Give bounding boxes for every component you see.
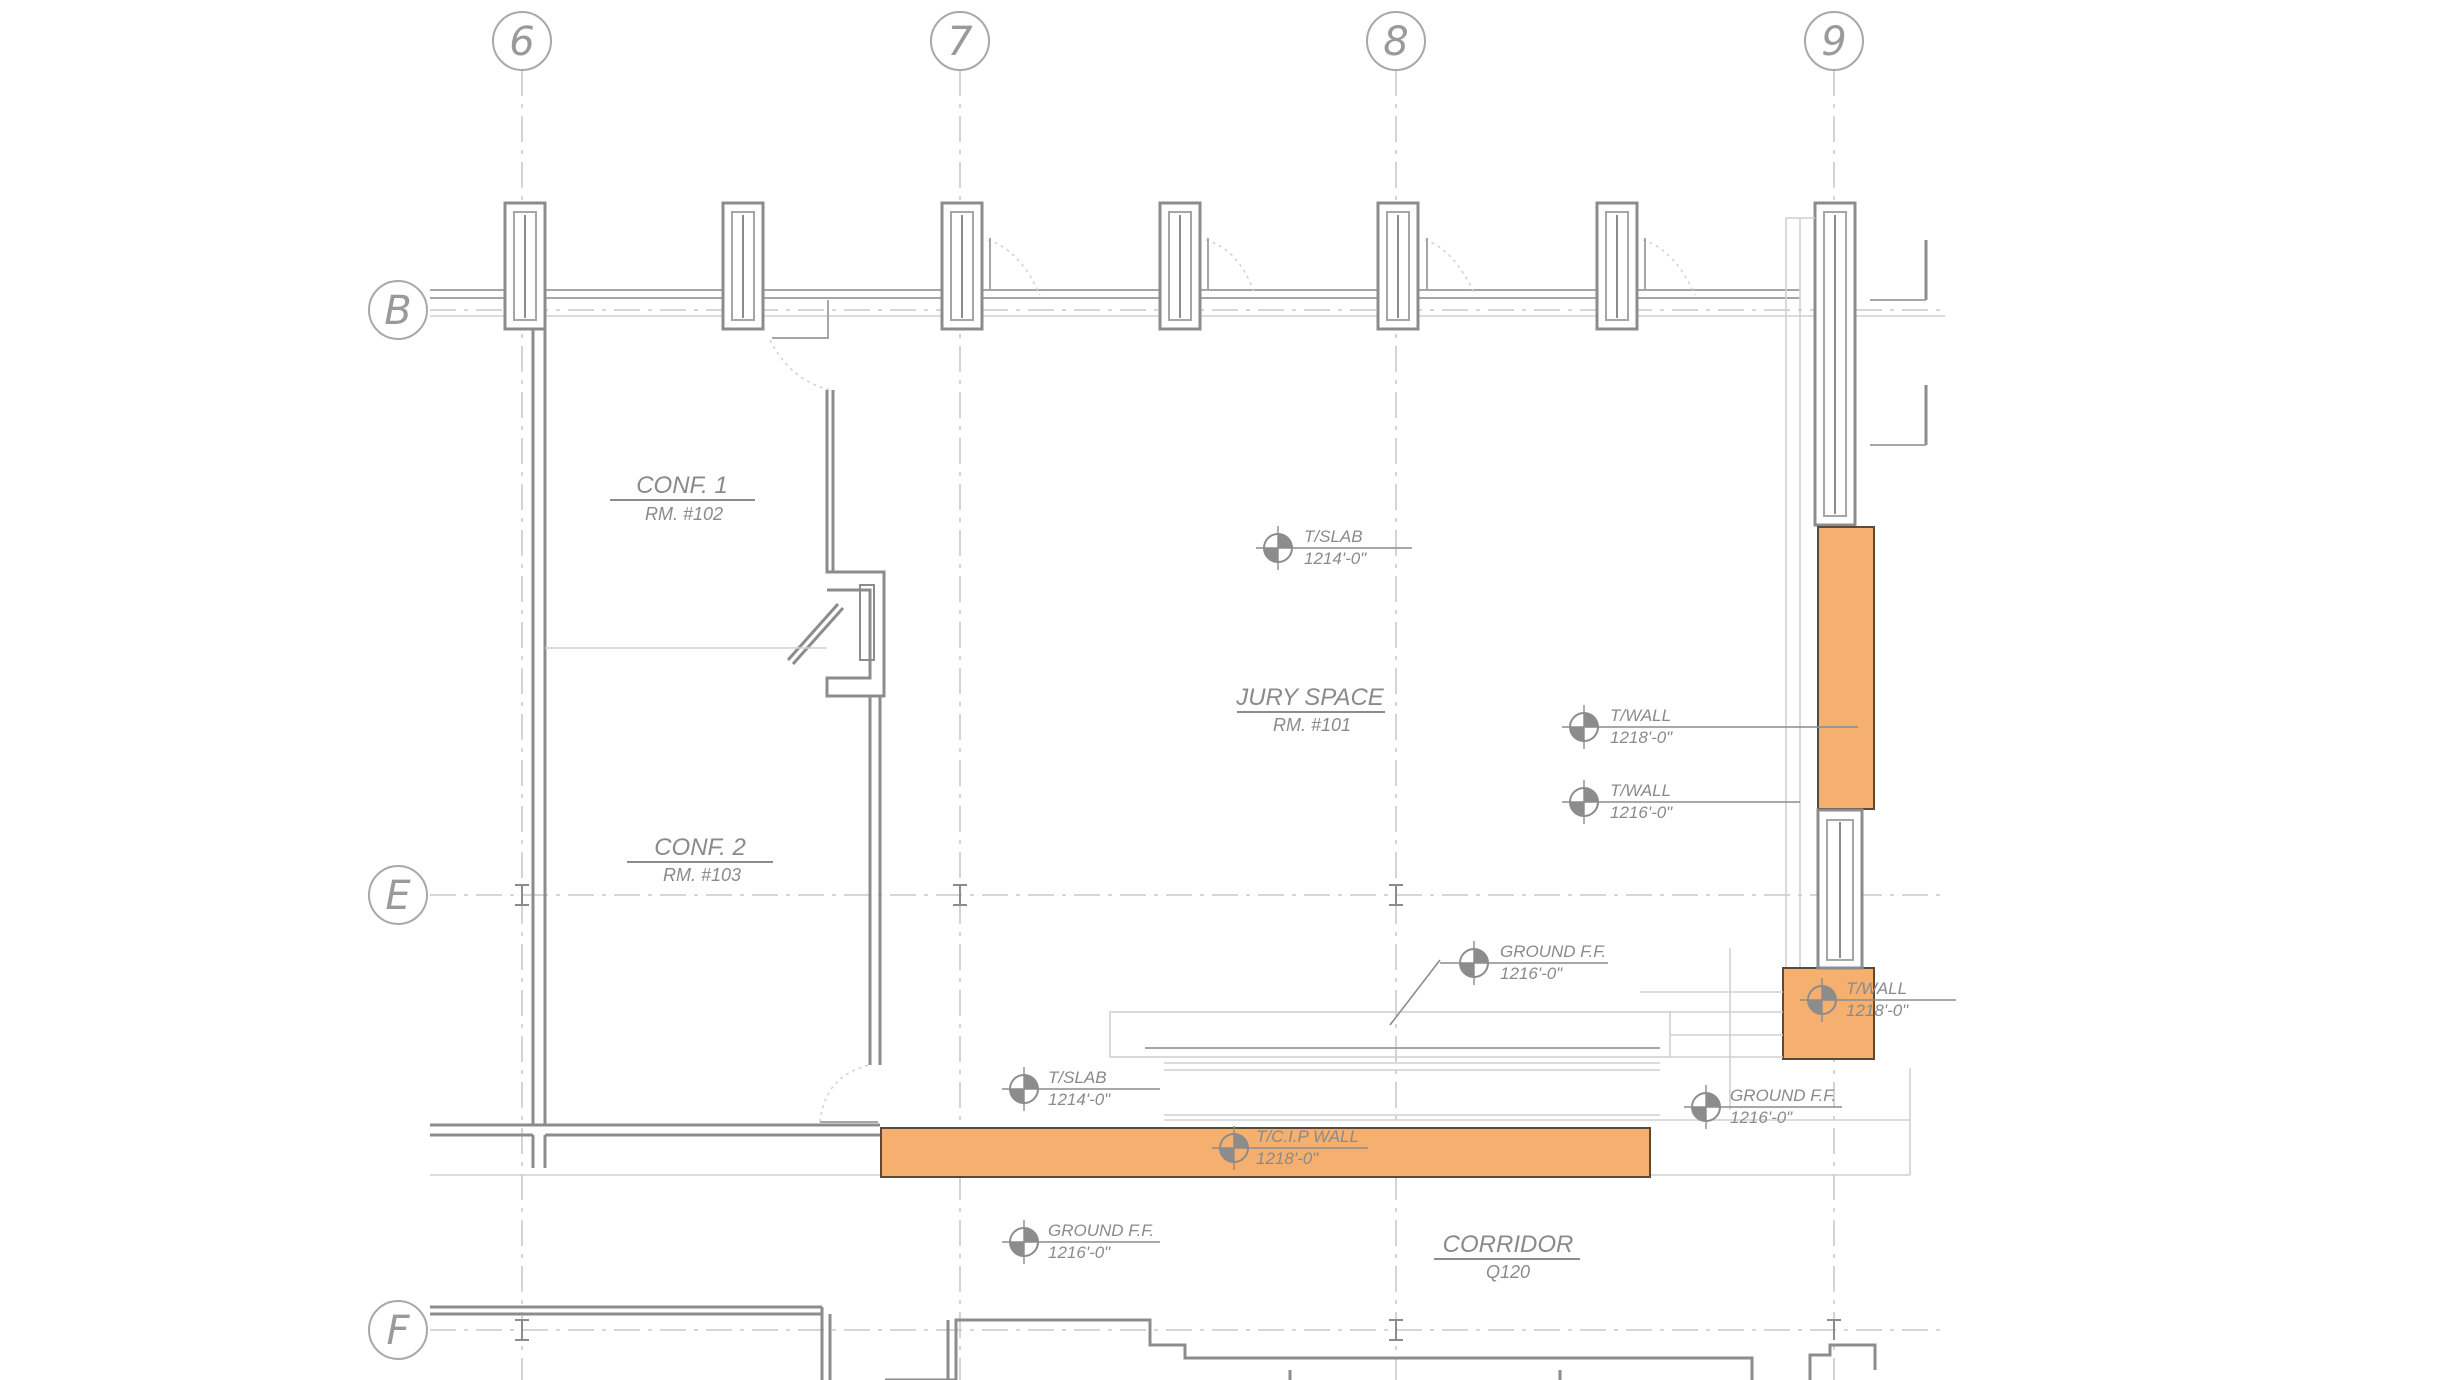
- conf2-name: CONF. 2: [654, 834, 746, 861]
- jury-name: JURY SPACE: [1235, 684, 1385, 711]
- elev-ground-ff-3-value: 1216'-0": [1048, 1243, 1111, 1262]
- walls-grid-f: [430, 1305, 1877, 1380]
- elev-slab-lower-label: T/SLAB: [1048, 1068, 1107, 1087]
- conf2-number: RM. #103: [663, 865, 741, 885]
- elevation-marker-ground-ff-1: GROUND F.F. 1216'-0": [1440, 941, 1608, 985]
- grid-label-7: 7: [947, 19, 973, 65]
- grid-label-E: E: [385, 873, 411, 919]
- partition-wall: [545, 390, 886, 1065]
- elev-wall-3-value: 1218'-0": [1846, 1001, 1909, 1020]
- elevation-marker-cip-wall: T/C.I.P WALL 1218'-0": [1212, 1126, 1368, 1170]
- grid-bubble-8: 8: [1366, 11, 1426, 71]
- grid-label-6: 6: [509, 19, 534, 65]
- columns-grid-b: [503, 201, 1857, 527]
- grid-bubble-F: F: [368, 1300, 428, 1360]
- elev-wall-1-value: 1218'-0": [1610, 728, 1673, 747]
- grid-label-B: B: [384, 288, 411, 334]
- conf1-name: CONF. 1: [636, 472, 728, 499]
- room-label-conf1: CONF. 1 RM. #102: [610, 472, 755, 524]
- elev-wall-2-label: T/WALL: [1610, 781, 1671, 800]
- elev-wall-3-label: T/WALL: [1846, 979, 1907, 998]
- elev-slab-jury-value: 1214'-0": [1304, 549, 1367, 568]
- grid-bubble-6: 6: [492, 11, 552, 71]
- elev-cip-wall-label: T/C.I.P WALL: [1256, 1127, 1359, 1146]
- room-label-corridor: CORRIDOR Q120: [1434, 1231, 1580, 1282]
- room-label-jury: JURY SPACE RM. #101: [1235, 684, 1385, 735]
- elevation-marker-wall-3: T/WALL 1218'-0": [1800, 978, 1956, 1022]
- grid-bubble-E: E: [368, 865, 428, 925]
- elevation-marker-slab-jury: T/SLAB 1214'-0": [1256, 526, 1412, 570]
- highlight-cip-wall: [880, 1127, 1651, 1178]
- elev-cip-wall-value: 1218'-0": [1256, 1149, 1319, 1168]
- right-exterior-wall: [1785, 217, 1928, 970]
- grid-bubble-B: B: [368, 280, 428, 340]
- grid-label-8: 8: [1383, 19, 1408, 65]
- elev-ground-ff-3-label: GROUND F.F.: [1048, 1221, 1154, 1240]
- grid-bubble-7: 7: [930, 11, 990, 71]
- elev-ground-ff-2-value: 1216'-0": [1730, 1108, 1793, 1127]
- elev-slab-lower-value: 1214'-0": [1048, 1090, 1111, 1109]
- conf1-number: RM. #102: [645, 504, 723, 524]
- stair-element: [1109, 948, 1911, 1175]
- elevation-marker-slab-lower: T/SLAB 1214'-0": [1002, 1067, 1160, 1111]
- highlight-east-wall: [1782, 526, 1875, 1060]
- grid-label-9: 9: [1821, 19, 1846, 65]
- elev-slab-jury-label: T/SLAB: [1304, 527, 1363, 546]
- elev-ground-ff-1-value: 1216'-0": [1500, 964, 1563, 983]
- column-grid-9-e: [1816, 808, 1864, 970]
- grid-label-F: F: [386, 1308, 410, 1354]
- door-swings-top: [769, 238, 1696, 391]
- elev-ground-ff-2-label: GROUND F.F.: [1730, 1086, 1836, 1105]
- grid-tick-marks: [515, 884, 1841, 1341]
- grid-bubble-9: 9: [1804, 11, 1864, 71]
- corridor-name: CORRIDOR: [1443, 1231, 1574, 1258]
- corridor-number: Q120: [1486, 1262, 1530, 1282]
- elevation-marker-wall-2: T/WALL 1216'-0": [1562, 780, 1800, 824]
- elevation-marker-ground-ff-3: GROUND F.F. 1216'-0": [1002, 1220, 1160, 1264]
- jury-number: RM. #101: [1273, 715, 1351, 735]
- elev-wall-2-value: 1216'-0": [1610, 803, 1673, 822]
- elevation-marker-wall-1: T/WALL 1218'-0": [1562, 705, 1858, 749]
- room-label-conf2: CONF. 2 RM. #103: [627, 834, 773, 885]
- elev-wall-1-label: T/WALL: [1610, 706, 1671, 725]
- elevation-marker-ground-ff-2: GROUND F.F. 1216'-0": [1684, 1085, 1842, 1129]
- wall-grid-6: [531, 330, 547, 1125]
- elev-ground-ff-1-label: GROUND F.F.: [1500, 942, 1606, 961]
